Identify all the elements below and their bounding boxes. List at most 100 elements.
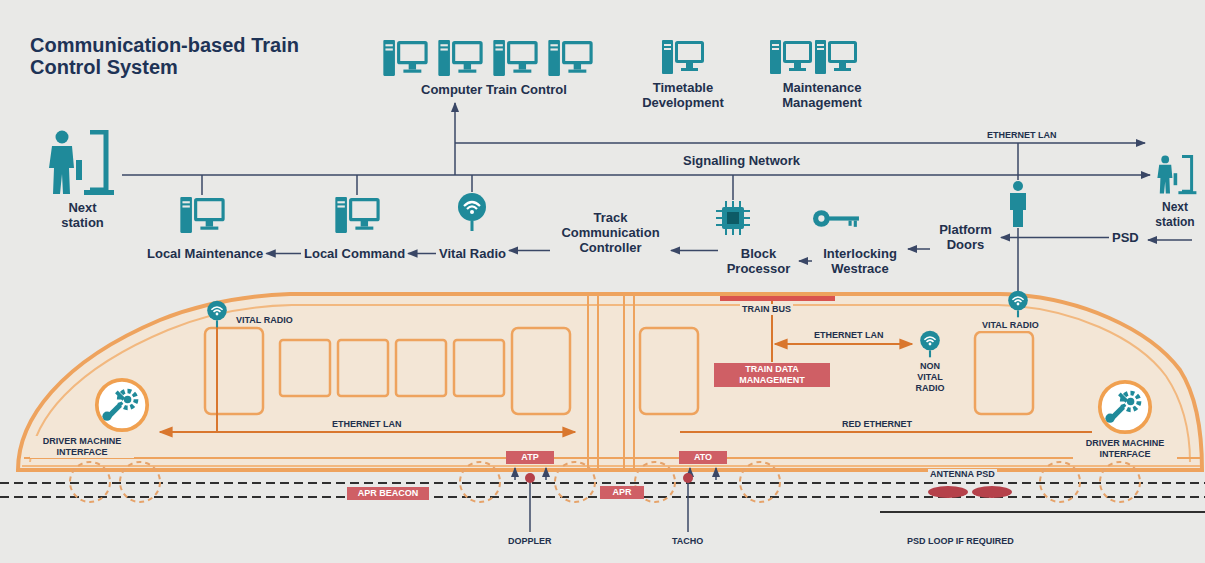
network-lines-part <box>356 175 358 195</box>
train-body-part-part <box>460 462 500 502</box>
system-node: Timetable Development <box>638 80 728 110</box>
flow-arrow <box>266 253 301 255</box>
network-lines-part <box>1017 143 1019 180</box>
train-wiring-part <box>160 431 575 433</box>
icons-part <box>662 40 703 74</box>
part-label: PSD LOOP IF REQUIRED <box>905 536 1016 547</box>
flow-arrow <box>671 250 718 252</box>
node-label: Vital Radio <box>439 246 506 261</box>
component-box: APR <box>600 486 644 499</box>
sensor-dots-part <box>525 473 535 483</box>
track-part <box>0 482 1205 484</box>
node-label: Platform Doors <box>933 222 998 252</box>
node-label: ATO <box>685 452 721 463</box>
node-label: Interlocking Westrace <box>815 246 905 276</box>
sensor-arrows <box>515 468 716 532</box>
icons-part <box>207 301 227 328</box>
flow-arrow <box>509 250 550 252</box>
icons-part <box>458 193 486 231</box>
node-label: Local Command <box>304 246 405 261</box>
train-body-part-part <box>338 340 388 396</box>
node-label: APR BEACON <box>353 488 423 499</box>
system-node: Maintenance Management <box>767 80 877 110</box>
node-label: Block Processor <box>721 246 796 276</box>
system-node: Computer Train Control <box>421 82 567 97</box>
part-label: Signalling Network <box>681 153 802 168</box>
train-body-part-part <box>975 332 1033 414</box>
train-wiring-part <box>775 343 912 345</box>
psd-antenna <box>928 486 1012 498</box>
train-body-part-part <box>740 462 780 502</box>
part-label: ETHERNET LAN <box>985 130 1059 141</box>
component-box: TRAIN DATA MANAGEMENT <box>714 363 830 387</box>
system-node: Next station <box>55 200 110 230</box>
system-node: Local Command <box>304 246 405 261</box>
train-body-part-part <box>587 296 589 470</box>
system-node: Vital Radio <box>439 246 506 261</box>
system-node: Platform Doors <box>933 222 998 252</box>
train-body-part-part <box>623 296 625 470</box>
train-body-part <box>22 465 1200 467</box>
part-label: VITAL RADIO <box>234 315 295 326</box>
part-label: TACHO <box>670 536 705 547</box>
train-body-part <box>588 296 634 470</box>
component-box: ATO <box>679 451 727 464</box>
icons-part <box>813 210 859 227</box>
system-node: Track Communication Controller <box>553 210 668 255</box>
sensor-arrows-part <box>514 468 516 480</box>
train-body-part-part <box>70 462 110 502</box>
train-body-part-part <box>205 328 263 414</box>
train-body-part <box>205 328 1033 414</box>
node-label: Next station <box>55 200 110 230</box>
node-label: PSD <box>1112 230 1139 245</box>
train-body-part-part <box>640 328 698 414</box>
icons-part <box>97 380 147 430</box>
icons-part <box>815 40 856 74</box>
icons-part <box>716 201 750 235</box>
train-wiring-part <box>216 326 218 432</box>
train-body-part-part <box>597 296 599 470</box>
train-body-part <box>24 457 1200 459</box>
train-body-part-part <box>1100 462 1140 502</box>
train-body-part-part <box>120 462 160 502</box>
train-body-part-part <box>1040 462 1080 502</box>
icons-part <box>1157 156 1196 195</box>
train-body-part <box>70 462 1140 502</box>
node-label: Track Communication Controller <box>553 210 668 255</box>
psd-antenna-part <box>972 486 1012 498</box>
part-label: DRIVER MACHINE INTERFACE <box>1073 438 1177 460</box>
psd-antenna-part <box>928 486 968 498</box>
node-label: TRAIN DATA MANAGEMENT <box>720 364 824 386</box>
train-body-part-part <box>512 328 570 414</box>
icons-part <box>335 197 378 233</box>
icons <box>49 40 1196 432</box>
system-node: Interlocking Westrace <box>815 246 905 276</box>
part-label: TRAIN BUS <box>740 304 793 315</box>
system-node: Next station <box>1150 200 1200 230</box>
flow-arrow <box>908 248 930 250</box>
node-label: Maintenance Management <box>767 80 877 110</box>
icons-part <box>49 131 114 196</box>
icons-part <box>1008 291 1028 318</box>
network-lines-part <box>471 175 473 192</box>
part-label: NON VITAL RADIO <box>906 361 954 394</box>
sensor-dots <box>525 473 693 483</box>
train-bus-bar <box>720 296 835 301</box>
network-lines <box>122 103 1192 292</box>
component-box: APR BEACON <box>347 487 429 500</box>
icons-part <box>548 40 591 76</box>
network-lines-part <box>455 142 1145 144</box>
part-label: ETHERNET LAN <box>812 330 886 341</box>
sensor-arrows-part <box>715 468 717 480</box>
train-body-part-part <box>633 296 635 470</box>
node-label: Computer Train Control <box>421 82 567 97</box>
node-label: Timetable Development <box>638 80 728 110</box>
part-label: ETHERNET LAN <box>330 419 404 430</box>
train-bus-bar-part <box>720 296 835 301</box>
icons-part <box>1100 382 1150 432</box>
icons-part <box>180 197 223 233</box>
icons-part <box>1010 181 1026 227</box>
icons-part <box>920 331 940 358</box>
